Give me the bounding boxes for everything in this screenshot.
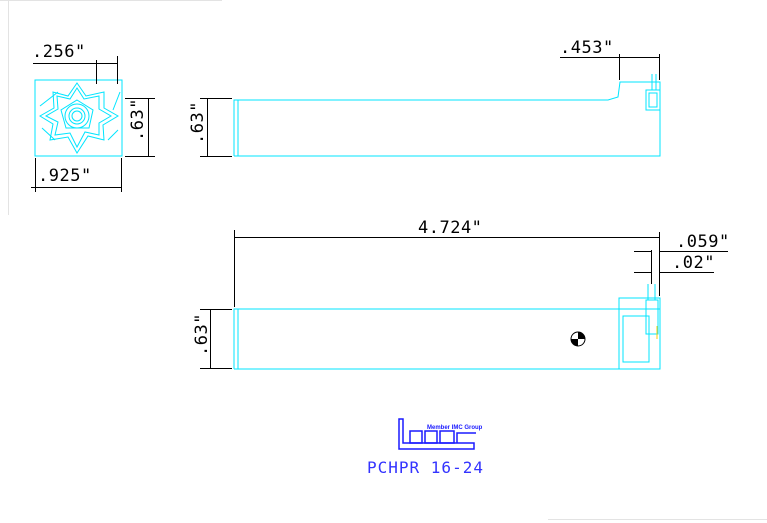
side-view-shank	[233, 297, 661, 370]
dim-end-width: .925"	[38, 166, 92, 186]
dim-top-height: .63"	[188, 101, 208, 144]
top-view	[233, 74, 661, 157]
top-view-shank	[233, 81, 661, 157]
top-view-dims	[200, 54, 660, 157]
dim-side-offset-b: .02"	[672, 253, 715, 273]
dim-end-height: .63"	[128, 98, 148, 141]
side-view-dims	[200, 230, 728, 369]
end-view	[34, 79, 123, 157]
member-label: Member IMC Group	[427, 425, 483, 431]
center-of-gravity-icon	[570, 331, 586, 347]
dim-top-offset: .453"	[560, 38, 614, 58]
insert-star-inner	[44, 87, 112, 149]
top-view-clamp	[645, 89, 661, 111]
part-number: PCHPR 16-24	[367, 458, 484, 477]
insert-star-outline	[39, 82, 119, 154]
dim-side-offset-a: .059"	[676, 232, 730, 252]
side-view	[233, 284, 661, 370]
end-view-outline	[34, 79, 123, 157]
end-view-dims	[31, 56, 155, 192]
insert-screw-inner	[68, 107, 86, 125]
dim-side-length: 4.724"	[418, 218, 483, 238]
insert-screw-outer	[64, 103, 90, 129]
iscar-logo-icon	[398, 418, 476, 450]
dim-side-height: .63"	[192, 313, 212, 356]
dim-end-flat: .256"	[32, 42, 86, 62]
side-view-head	[618, 308, 661, 370]
